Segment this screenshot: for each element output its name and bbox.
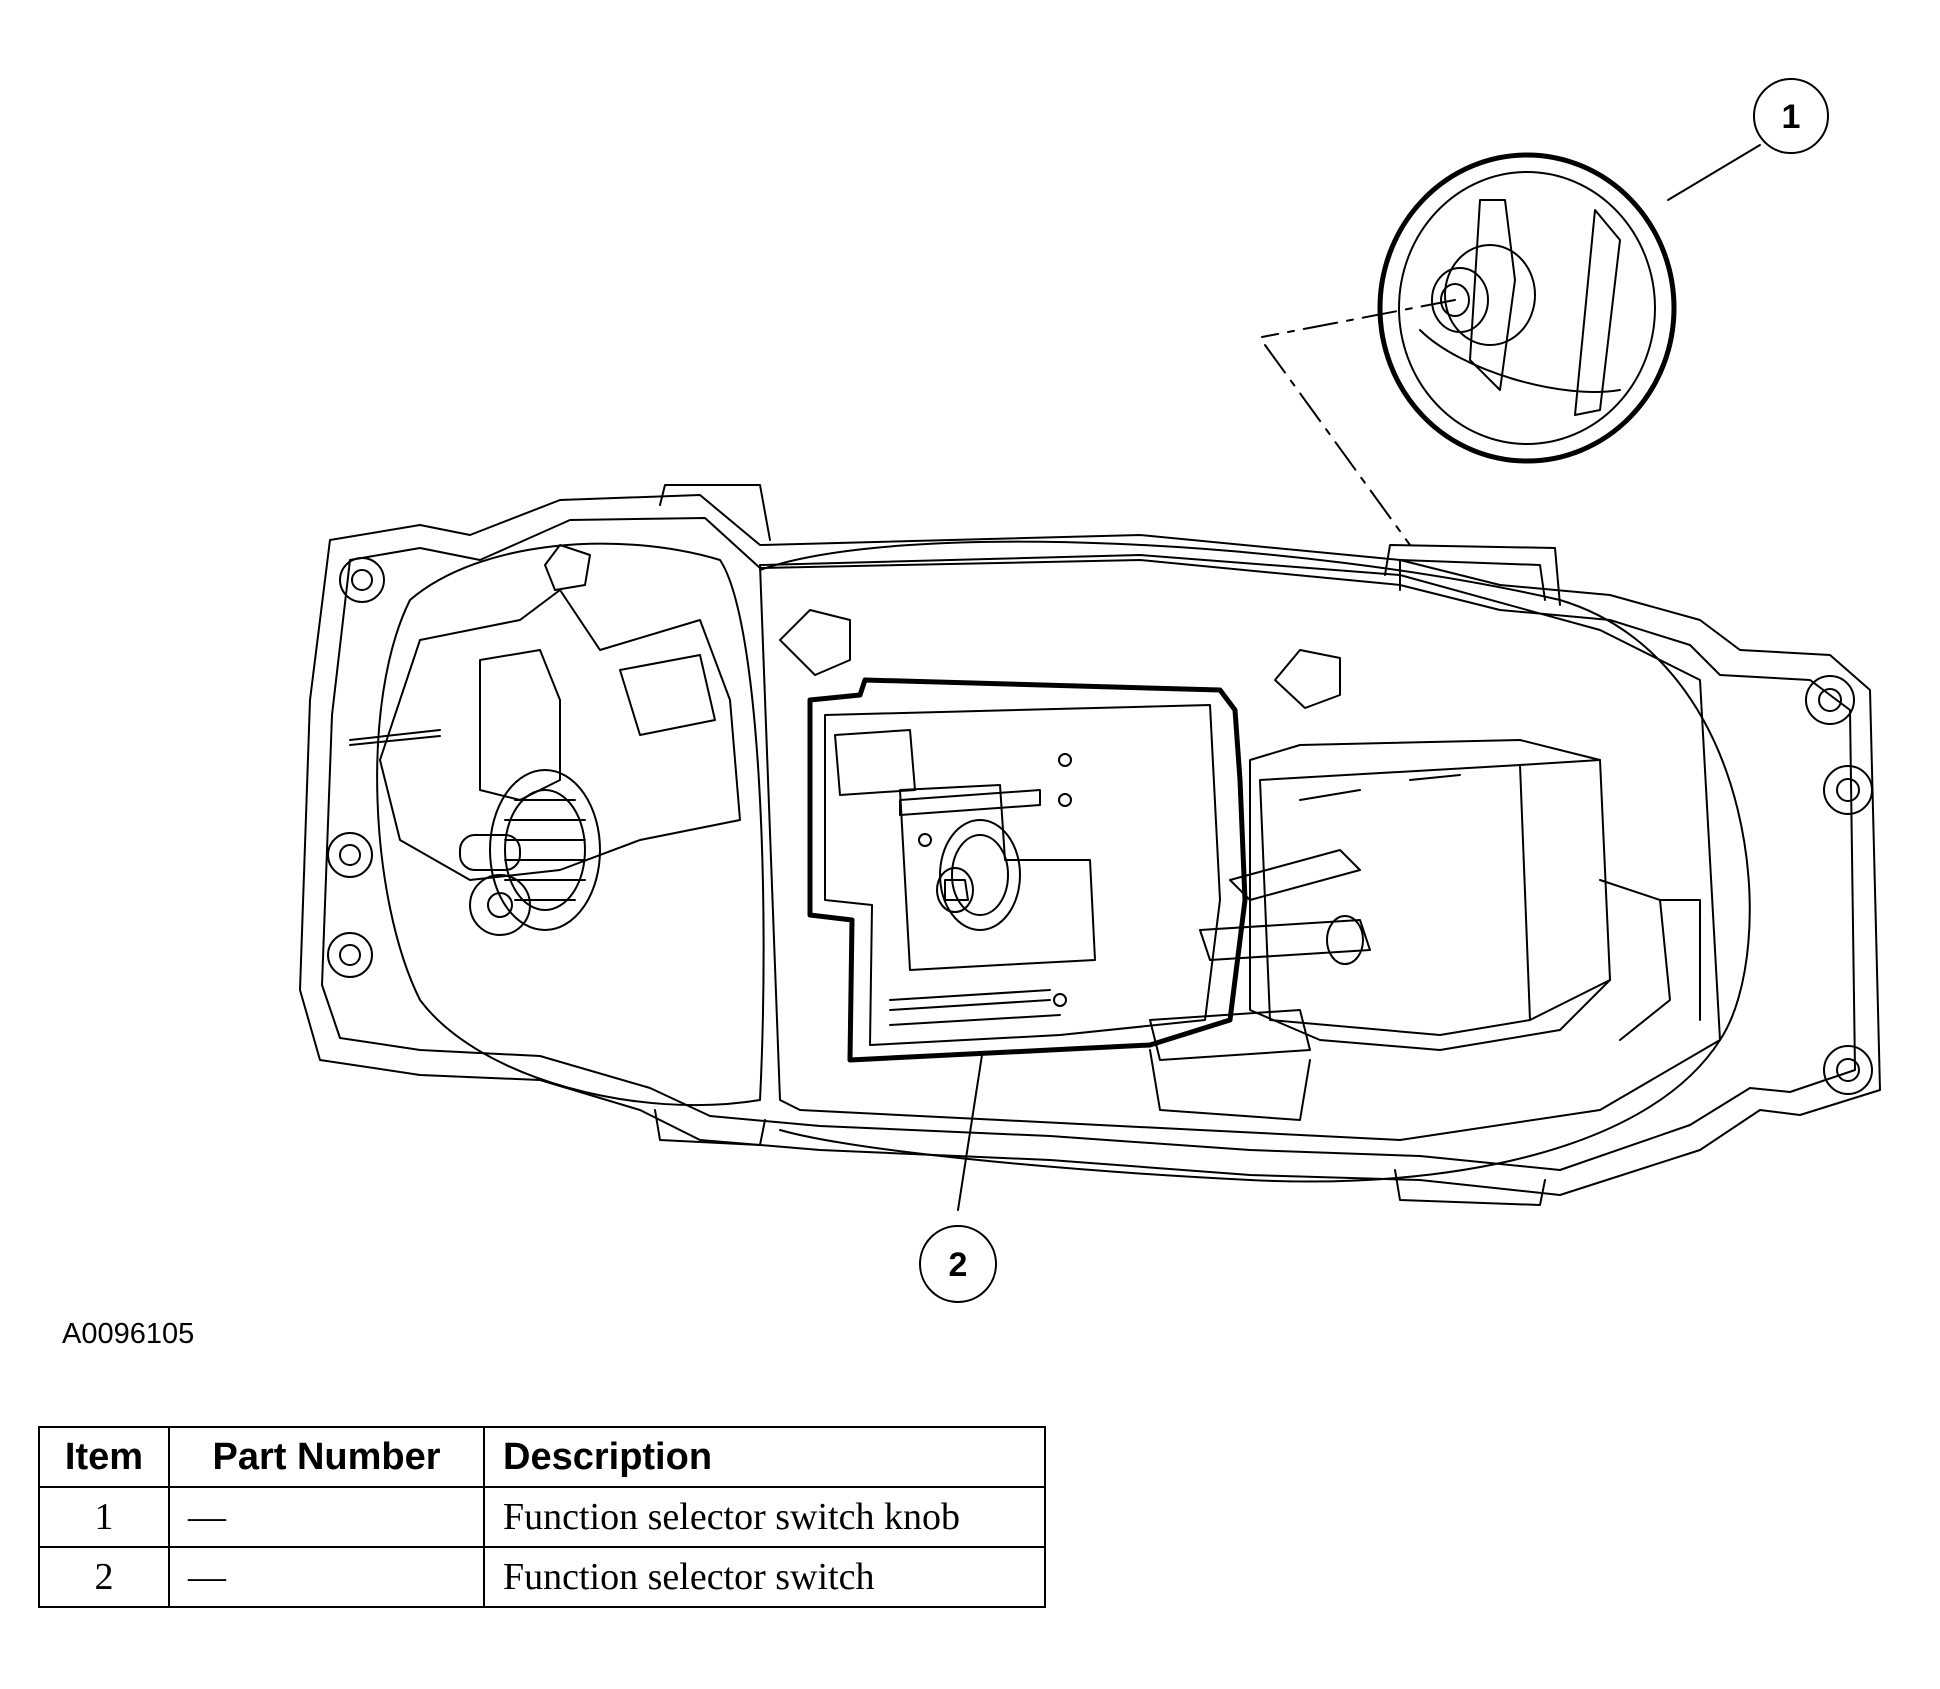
right-switch-assembly (1149, 739, 1701, 1121)
table-header-row: Item Part Number Description (38, 1426, 1046, 1488)
callout-1-leader (1667, 144, 1761, 201)
header-description: Description (483, 1426, 1046, 1488)
control-housing (299, 484, 1881, 1206)
left-actuator-assembly (349, 589, 741, 936)
header-part-number: Part Number (168, 1426, 485, 1488)
cell-part-number: — (168, 1486, 485, 1548)
parts-table: Item Part Number Description 1 — Functio… (38, 1426, 1046, 1608)
callout-2-label: 2 (949, 1246, 968, 1284)
figure-id: A0096105 (62, 1318, 195, 1350)
table-row: 1 — Function selector switch knob (38, 1486, 1046, 1548)
cell-item: 1 (38, 1486, 170, 1548)
cell-description: Function selector switch (483, 1546, 1046, 1608)
cell-part-number: — (168, 1546, 485, 1608)
callout-1-label: 1 (1782, 98, 1801, 136)
callout-1-circle (1753, 78, 1829, 154)
callout-2-circle (919, 1225, 997, 1303)
cell-description: Function selector switch knob (483, 1486, 1046, 1548)
exploded-view-illustration: 1 2 (299, 78, 1881, 1303)
function-selector-switch-knob (1377, 152, 1677, 464)
table-row: 2 — Function selector switch (38, 1546, 1046, 1608)
cell-item: 2 (38, 1546, 170, 1608)
callout-2-leader (957, 1054, 983, 1211)
knob-assembly-axis-line (1261, 299, 1456, 546)
function-selector-switch (807, 677, 1248, 1063)
header-item: Item (38, 1426, 170, 1488)
